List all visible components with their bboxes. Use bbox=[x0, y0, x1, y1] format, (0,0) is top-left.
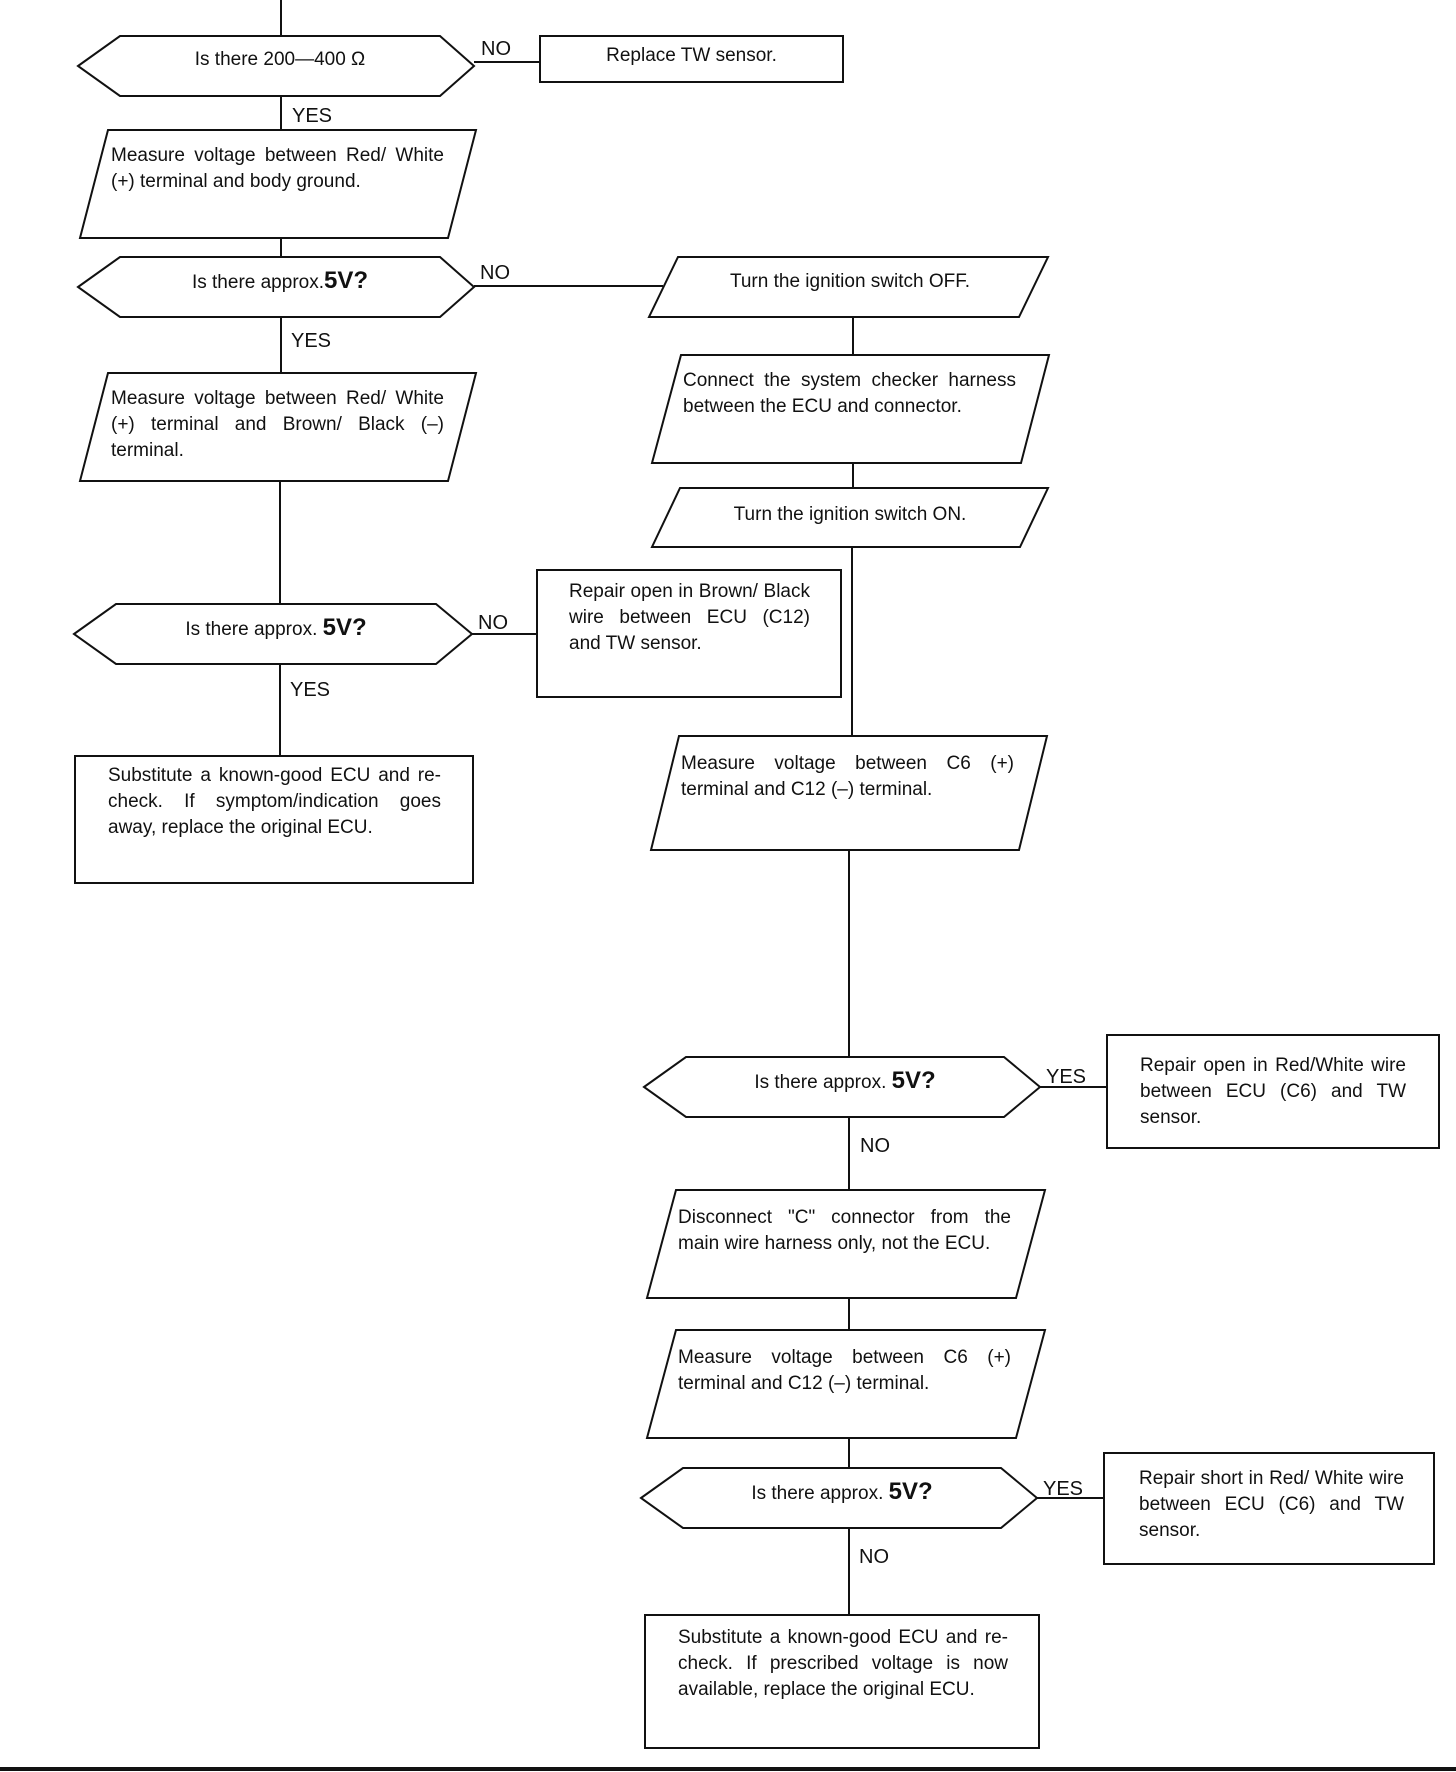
action-repair-short-red-white: Repair short in Red/ White wire between … bbox=[1139, 1468, 1404, 1541]
decision-hexagon bbox=[76, 35, 476, 97]
step-disconnect-c-connector: Disconnect "C" connector from the main w… bbox=[678, 1207, 1011, 1254]
operation-parallelogram bbox=[650, 354, 1051, 464]
decision-hexagon bbox=[639, 1467, 1039, 1529]
decision-prefix: Is there approx. bbox=[191, 272, 324, 293]
action-repair-open-red-white: Repair open in Red/White wire between EC… bbox=[1140, 1055, 1406, 1128]
decision-hexagon bbox=[76, 256, 476, 318]
step-ignition-on: Turn the ignition switch ON. bbox=[733, 504, 967, 525]
process-box bbox=[536, 569, 842, 698]
no-label: NO bbox=[478, 612, 508, 634]
decision-5v-3: Is there approx. 5V? bbox=[686, 1068, 1004, 1096]
action-substitute-ecu-2: Substitute a known-good ECU and re-check… bbox=[678, 1627, 1008, 1700]
process-box bbox=[539, 35, 844, 83]
operation-parallelogram bbox=[650, 487, 1050, 548]
operation-parallelogram bbox=[649, 735, 1049, 851]
no-label: NO bbox=[480, 262, 510, 284]
no-label: NO bbox=[481, 38, 511, 60]
decision-value: 5V? bbox=[891, 1067, 936, 1094]
process-box bbox=[1103, 1452, 1435, 1565]
step-measure-brown-black: Measure voltage between Red/ White (+) t… bbox=[111, 388, 444, 461]
step-ignition-off: Turn the ignition switch OFF. bbox=[729, 271, 971, 292]
operation-parallelogram bbox=[78, 372, 478, 482]
decision-value: 5V? bbox=[322, 614, 367, 641]
operation-parallelogram bbox=[645, 1189, 1047, 1299]
decision-hexagon bbox=[72, 603, 474, 665]
decision-5v-1: Is there approx.5V? bbox=[120, 268, 440, 296]
yes-label: YES bbox=[290, 679, 331, 701]
no-label: NO bbox=[859, 1546, 889, 1568]
decision-value: 5V? bbox=[888, 1478, 933, 1505]
decision-prefix: Is there approx. bbox=[754, 1072, 887, 1093]
decision-prefix: Is there approx. bbox=[751, 1483, 884, 1504]
yes-label: YES bbox=[291, 330, 332, 352]
action-repair-brown-black: Repair open in Brown/ Black wire between… bbox=[569, 581, 810, 654]
process-box bbox=[644, 1614, 1040, 1749]
operation-parallelogram bbox=[78, 129, 478, 239]
step-connect-checker: Connect the system checker har­ness betw… bbox=[683, 370, 1016, 417]
decision-prefix: Is there approx. bbox=[185, 619, 318, 640]
action-replace-tw-sensor: Replace TW sensor. bbox=[606, 45, 777, 66]
decision-resistance: Is there 200—400 Ω bbox=[194, 49, 366, 70]
step-measure-c6-c12-2: Measure voltage between C6 (+) terminal … bbox=[678, 1347, 1011, 1394]
process-box bbox=[74, 755, 474, 884]
decision-hexagon bbox=[642, 1056, 1042, 1118]
yes-label: YES bbox=[292, 105, 333, 127]
yes-label: YES bbox=[1046, 1066, 1087, 1088]
yes-label: YES bbox=[1043, 1478, 1084, 1500]
action-substitute-ecu-1: Substitute a known-good ECU and re-check… bbox=[108, 765, 441, 838]
no-label: NO bbox=[860, 1135, 890, 1157]
operation-parallelogram bbox=[645, 1329, 1047, 1439]
step-measure-c6-c12-1: Measure voltage between C6 (+) terminal … bbox=[681, 753, 1014, 800]
decision-5v-4: Is there approx. 5V? bbox=[683, 1479, 1001, 1507]
step-measure-body-ground: Measure voltage between Red/ White (+) t… bbox=[111, 145, 444, 192]
decision-value: 5V? bbox=[324, 267, 369, 294]
operation-parallelogram bbox=[647, 256, 1050, 318]
process-box bbox=[1106, 1034, 1440, 1149]
decision-5v-2: Is there approx. 5V? bbox=[116, 615, 436, 643]
